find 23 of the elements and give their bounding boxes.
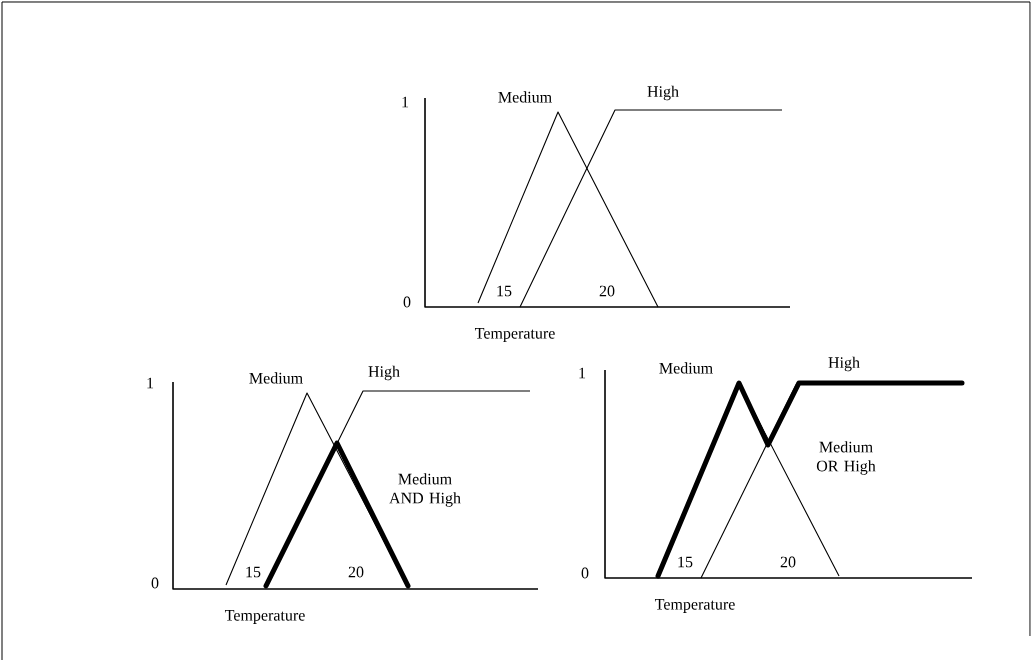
tick-label: 15 (678, 556, 693, 568)
tick-label: 20 (780, 556, 796, 568)
tick-label: 1 (402, 96, 409, 108)
axis-title: Temperature (475, 328, 555, 342)
tick-label: 1 (147, 377, 154, 389)
curve-label: Medium (249, 372, 303, 384)
curve-label: High (828, 356, 860, 372)
tick-label: 15 (246, 566, 261, 578)
curve-label: High (647, 85, 679, 101)
curve-label: High (368, 365, 400, 381)
tick-label: 1 (579, 367, 586, 379)
tick-label: 15 (497, 285, 512, 297)
axis-title: Temperature (655, 599, 735, 613)
combination-label: Medium AND High (389, 473, 461, 507)
axis-title: Temperature (225, 610, 305, 624)
tick-label: 0 (581, 567, 589, 579)
tick-label: 20 (599, 285, 615, 297)
tick-label: 0 (151, 577, 159, 589)
curve-label: Medium (659, 362, 713, 374)
tick-label: 20 (348, 566, 364, 578)
curve-label: Medium (498, 91, 552, 103)
combination-label: Medium OR High (816, 441, 876, 475)
tick-label: 0 (403, 296, 411, 308)
